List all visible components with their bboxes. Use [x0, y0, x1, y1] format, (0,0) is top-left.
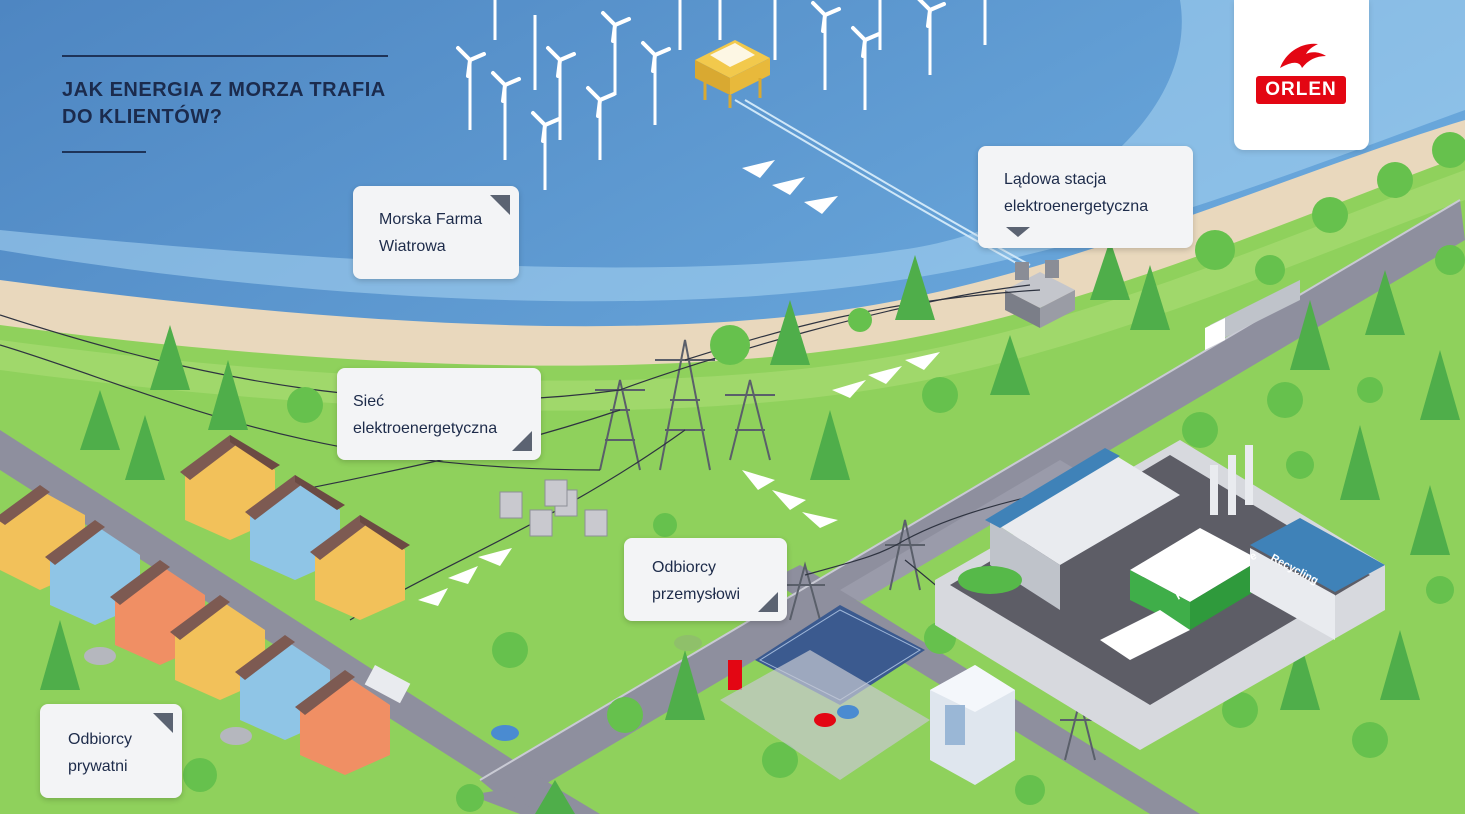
corner-marker	[490, 195, 510, 215]
orlen-logo: ORLEN	[1234, 0, 1369, 150]
houses	[0, 435, 410, 775]
corner-marker	[758, 592, 778, 612]
title-rule-bottom	[62, 151, 146, 153]
label-offshore-farm-line2: Wiatrowa	[379, 238, 446, 255]
offshore-substation	[695, 40, 770, 108]
page-title-line1: JAK ENERGIA Z MORZA TRAFIA	[62, 79, 386, 101]
label-industrial-line2: przemysłowi	[652, 586, 741, 603]
title-rule-top	[62, 55, 388, 57]
label-private-line2: prywatni	[68, 758, 128, 775]
hospital-building	[930, 665, 1015, 785]
page-title: JAK ENERGIA Z MORZA TRAFIA DO KLIENTÓW?	[62, 77, 390, 131]
corner-marker	[512, 431, 532, 451]
label-private-customers: Odbiorcy prywatni	[40, 704, 182, 798]
pointer-marker	[1006, 227, 1030, 237]
label-industrial-customers: Odbiorcy przemysłowi	[624, 538, 787, 621]
recycling-facility	[935, 440, 1385, 750]
flow-arrows	[418, 160, 940, 606]
vehicles	[84, 280, 1300, 745]
label-offshore-farm-line1: Morska Farma	[379, 211, 483, 228]
label-power-grid: Sieć elektroenergetyczna	[337, 368, 541, 460]
title-block: JAK ENERGIA Z MORZA TRAFIA DO KLIENTÓW?	[62, 55, 390, 153]
label-power-grid-line1: Sieć	[353, 393, 385, 410]
label-onshore-station-line2: elektroenergetyczna	[1004, 198, 1149, 215]
label-private-line1: Odbiorcy	[68, 731, 133, 748]
label-onshore-station-line1: Lądowa stacja	[1004, 171, 1107, 188]
logo-wordmark: ORLEN	[1256, 76, 1346, 104]
land-light	[0, 170, 1465, 411]
transformers	[499, 479, 608, 537]
label-offshore-farm: Morska Farma Wiatrowa	[353, 186, 519, 279]
corner-marker	[153, 713, 173, 733]
label-onshore-station: Lądowa stacja elektroenergetyczna	[978, 146, 1193, 248]
label-industrial-line1: Odbiorcy	[652, 559, 717, 576]
turbine-blades	[456, 0, 946, 143]
eagle-icon	[1280, 43, 1326, 68]
main-road	[470, 200, 1465, 814]
label-power-grid-line2: elektroenergetyczna	[353, 420, 498, 437]
page-title-line2: DO KLIENTÓW?	[62, 106, 223, 128]
industrial-road	[840, 460, 1080, 602]
